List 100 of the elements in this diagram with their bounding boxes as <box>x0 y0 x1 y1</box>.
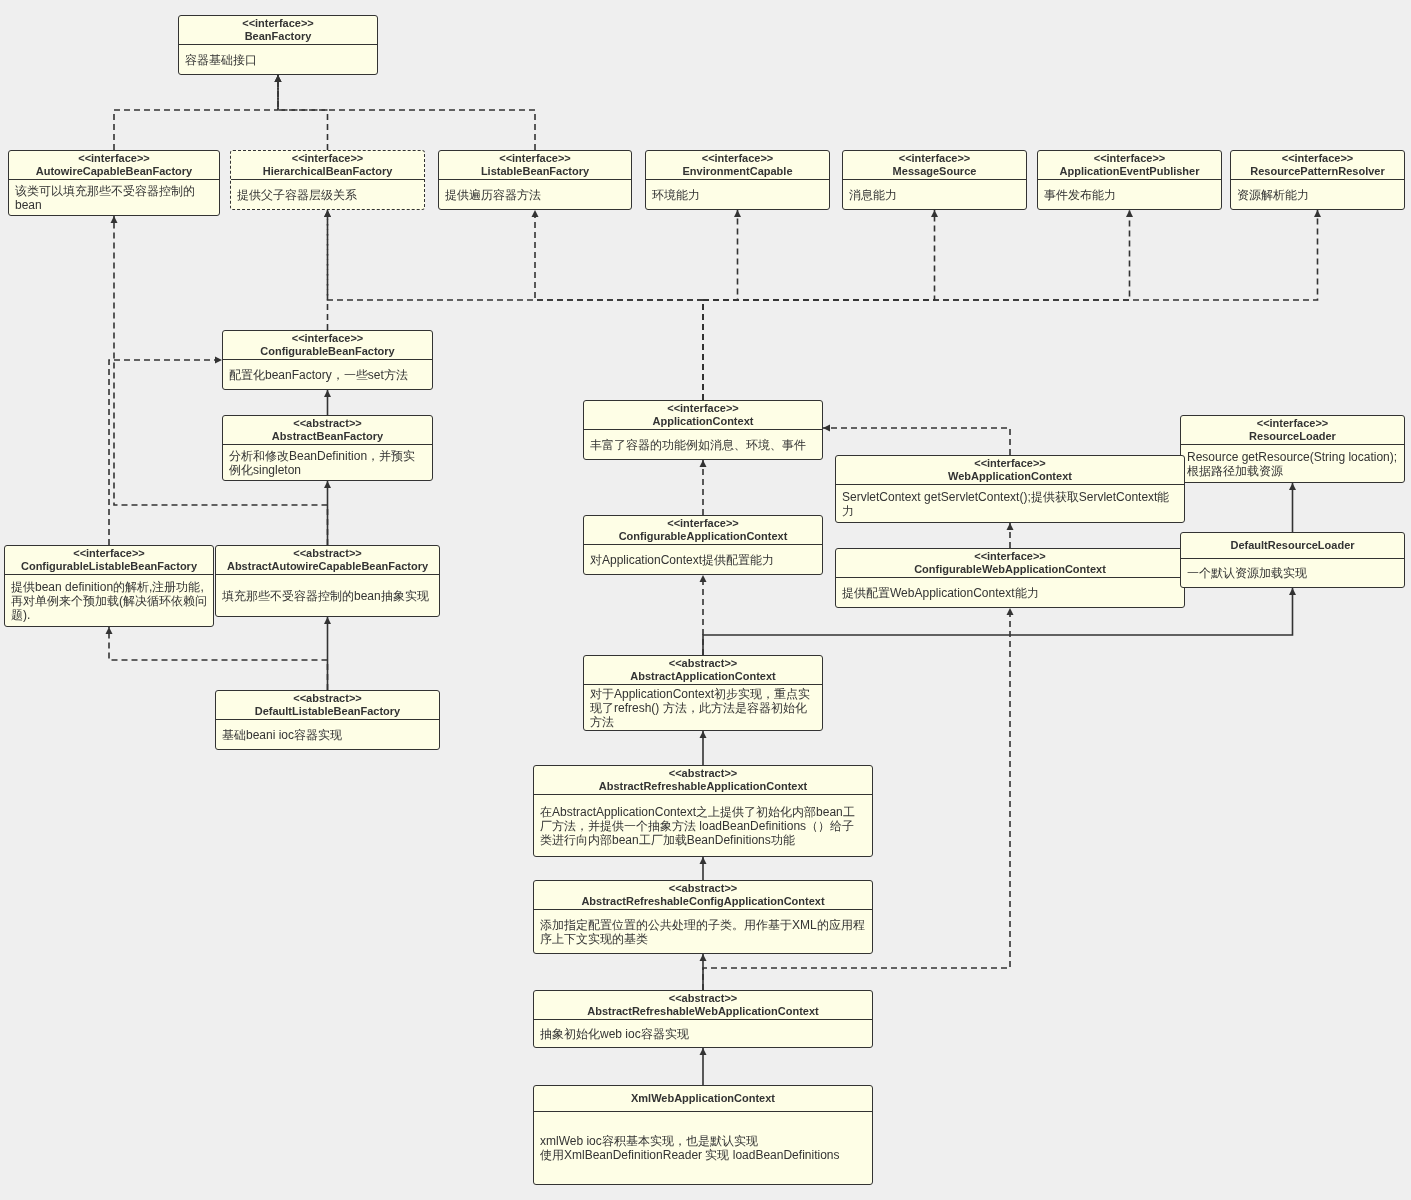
class-name: ResourcePatternResolver <box>1250 165 1385 178</box>
class-box <box>8 150 220 216</box>
class-description: 抽象初始化web ioc容器实现 <box>540 1026 690 1041</box>
class-name: DefaultResourceLoader <box>1230 539 1355 552</box>
class-description: 对于ApplicationContext初步实现，重点实现了refresh() 方法，此方法是容器初始化方法 <box>590 687 812 729</box>
class-description: 提供bean definition的解析,注册功能,再对单例来个预加载(解决循环依赖问题). <box>11 579 207 622</box>
arrow <box>1289 482 1296 533</box>
class-name: ListableBeanFactory <box>480 165 590 178</box>
class-name: AbstractRefreshableApplicationContext <box>598 780 808 793</box>
class-name: WebApplicationContext <box>948 470 1072 483</box>
stereotype-label: <<interface>> <box>898 152 971 165</box>
stereotype-label: <<abstract>> <box>668 882 738 895</box>
class-description: 配置化beanFactory，一些set方法 <box>229 367 409 382</box>
arrow <box>699 730 707 766</box>
class-name: AutowireCapableBeanFactory <box>35 165 193 178</box>
class-box <box>583 655 823 731</box>
class-box <box>533 1085 873 1185</box>
arrow <box>699 856 707 881</box>
stereotype-label: <<interface>> <box>667 402 739 415</box>
class-description: Resource getResource(String location); <box>1187 449 1398 464</box>
class-box <box>1180 532 1405 588</box>
arrow <box>702 587 1296 656</box>
class-box <box>645 150 830 210</box>
class-name: AbstractRefreshableConfigApplicationContext <box>581 895 825 908</box>
class-box <box>533 765 873 857</box>
class-name: AbstractApplicationContext <box>630 670 776 683</box>
class-name: HierarchicalBeanFactory <box>262 165 393 178</box>
class-description: 根据路径加载资源 <box>1187 463 1283 478</box>
arrow <box>1006 522 1014 549</box>
class-name: BeanFactory <box>244 30 312 43</box>
class-box <box>215 545 440 617</box>
stereotype-label: <<interface>> <box>73 547 145 560</box>
class-name: XmlWebApplicationContext <box>631 1092 775 1105</box>
class-box <box>1180 415 1405 483</box>
class-box <box>533 990 873 1048</box>
arrow <box>105 626 329 691</box>
class-description: 一个默认资源加载实现 <box>1187 566 1308 580</box>
class-box <box>215 690 440 750</box>
stereotype-label: <<interface>> <box>1281 152 1354 165</box>
arrow <box>108 356 223 546</box>
arrow <box>702 607 1014 991</box>
class-name: MessageSource <box>892 165 977 178</box>
class-box <box>583 515 823 575</box>
class-box <box>533 880 873 954</box>
class-description: 在AbstractApplicationContext之上提供了初始化内部bean工厂方法，并提供一个抽象方法 loadBeanDefinitions（）给子类进行向内部bean工厂加载BeanDefinitions功能 <box>540 804 856 847</box>
class-box <box>1230 150 1405 210</box>
stereotype-label: <<abstract>> <box>668 767 738 780</box>
class-name: DefaultListableBeanFactory <box>254 705 401 718</box>
class-description: xmlWeb ioc容积基本实现，也是默认实现 <box>540 1134 759 1148</box>
class-name: ConfigurableBeanFactory <box>260 345 395 358</box>
class-description: ServletContext getServletContext();提供获取ServletContext能力 <box>842 489 1171 518</box>
class-description: 分析和修改BeanDefinition，并预实例化singleton <box>229 448 417 477</box>
class-box <box>222 415 433 481</box>
class-box <box>1037 150 1222 210</box>
class-box <box>842 150 1027 210</box>
class-box <box>583 400 823 460</box>
class-box <box>178 15 378 75</box>
class-description: 填充那些不受容器控制的bean抽象实现 <box>222 588 430 603</box>
class-box <box>438 150 632 210</box>
class-name: ApplicationEventPublisher <box>1059 165 1200 178</box>
arrow <box>699 459 707 516</box>
class-name: ConfigurableApplicationContext <box>618 530 788 543</box>
class-name: EnvironmentCapable <box>682 165 793 178</box>
class-box <box>230 150 425 210</box>
stereotype-label: <<abstract>> <box>293 692 362 705</box>
class-box <box>222 330 433 390</box>
class-name: AbstractBeanFactory <box>271 430 384 443</box>
stereotype-label: <<interface>> <box>701 152 774 165</box>
stereotype-label: <<interface>> <box>291 332 364 345</box>
class-name: ConfigurableListableBeanFactory <box>20 560 197 573</box>
stereotype-label: <<interface>> <box>78 152 150 165</box>
class-name: ApplicationContext <box>652 415 754 428</box>
stereotype-label: <<abstract>> <box>293 417 362 430</box>
class-box <box>835 548 1185 608</box>
class-description: 丰富了容器的功能例如消息、环境、事件 <box>590 437 807 452</box>
class-description: 提供父子容器层级关系 <box>237 187 358 202</box>
arrow <box>822 424 1011 456</box>
class-box <box>835 455 1185 523</box>
stereotype-label: <<abstract>> <box>293 547 362 560</box>
stereotype-label: <<interface>> <box>1093 152 1166 165</box>
stereotype-label: <<interface>> <box>974 550 1046 563</box>
class-name: AbstractRefreshableWebApplicationContext <box>587 1005 819 1018</box>
class-description: 容器基础接口 <box>185 52 258 67</box>
arrow <box>699 1047 707 1086</box>
arrow <box>110 215 329 546</box>
stereotype-label: <<interface>> <box>242 17 314 30</box>
stereotype-label: <<interface>> <box>499 152 571 165</box>
stereotype-label: <<interface>> <box>291 152 364 165</box>
class-description: 添加指定配置位置的公共处理的子类。用作基于XML的应用程序上下文实现的基类 <box>540 917 866 946</box>
arrow <box>324 389 331 416</box>
class-description: 事件发布能力 <box>1044 187 1117 202</box>
stereotype-label: <<abstract>> <box>668 992 738 1005</box>
class-description: 环境能力 <box>652 187 701 202</box>
stereotype-label: <<abstract>> <box>668 657 738 670</box>
class-description: 使用XmlBeanDefinitionReader 实现 loadBeanDefinitions <box>540 1148 841 1162</box>
stereotype-label: <<interface>> <box>1256 417 1329 430</box>
class-name: AbstractAutowireCapableBeanFactory <box>226 560 429 573</box>
class-description: 该类可以填充那些不受容器控制的bean <box>15 183 196 212</box>
class-name: ResourceLoader <box>1249 430 1336 443</box>
arrow <box>274 74 536 151</box>
